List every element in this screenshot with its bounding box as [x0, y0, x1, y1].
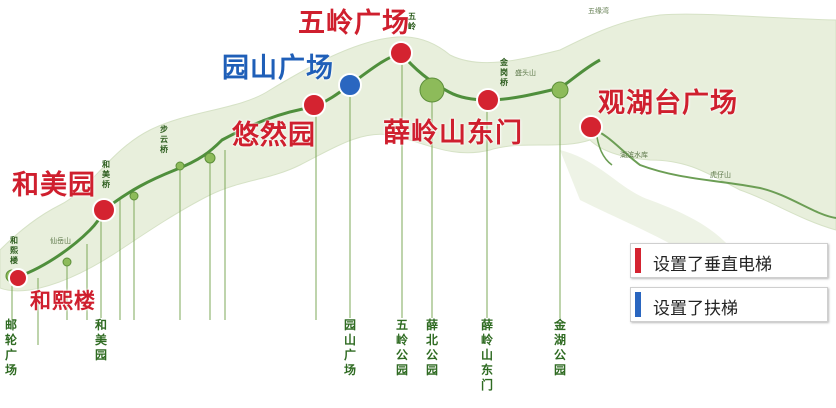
bottom-label: 金湖公园: [553, 318, 566, 377]
node-label: 步云桥: [160, 125, 168, 154]
station-label-xuelingshan: 薛岭山东门: [383, 118, 523, 149]
legend-escalator: 设置了扶梯: [630, 287, 828, 322]
station-marker-hemeiyuan[interactable]: [92, 198, 116, 222]
node-label: 五岭: [408, 12, 416, 31]
bottom-label: 五岭公园: [395, 318, 408, 377]
region-label: 五缘湾: [588, 7, 609, 15]
terrain-patch: [560, 150, 740, 262]
bottom-label: 邮轮广场: [4, 318, 17, 377]
green-node: [551, 81, 569, 99]
station-marker-xuelingshan[interactable]: [476, 88, 500, 112]
legend-vertical-elevator: 设置了垂直电梯: [630, 243, 828, 278]
station-marker-yuanshan[interactable]: [338, 73, 362, 97]
node-label: 和熙楼: [10, 236, 18, 265]
station-label-youranyuan: 悠然园: [232, 120, 316, 151]
trail-branch: [589, 127, 836, 219]
station-marker-guanhutai[interactable]: [579, 115, 603, 139]
green-node: [129, 191, 139, 201]
region-label: 虎仔山: [710, 171, 731, 179]
bottom-label: 园山广场: [343, 318, 356, 377]
green-node: [62, 257, 72, 267]
station-marker-youranyuan[interactable]: [302, 93, 326, 117]
bottom-label: 薛北公园: [425, 318, 438, 377]
station-label-wuling: 五岭广场: [298, 8, 410, 39]
legend-label: 设置了垂直电梯: [653, 255, 772, 275]
legend-swatch-red: [635, 248, 641, 273]
node-label: 盛头山: [515, 69, 536, 77]
station-label-guanhutai: 观湖台广场: [598, 88, 738, 119]
node-label: 和美桥: [102, 160, 110, 189]
station-label-hemeiyuan: 和美园: [12, 170, 96, 201]
legend-swatch-blue: [635, 292, 641, 317]
terrain-area: [0, 13, 836, 292]
legend-label: 设置了扶梯: [653, 299, 738, 319]
green-node: [419, 77, 445, 103]
region-label: 仙岳山: [50, 237, 71, 245]
node-label: 金岗桥: [500, 58, 508, 87]
station-label-yuanshan: 园山广场: [222, 53, 334, 84]
station-marker-wuling[interactable]: [389, 41, 413, 65]
green-node: [175, 161, 185, 171]
station-label-hexilou: 和熙楼: [30, 288, 96, 313]
region-label: 湖滨水库: [620, 151, 648, 159]
bottom-label: 薛岭山东门: [480, 318, 493, 392]
green-node: [204, 152, 216, 164]
bottom-label: 和美园: [94, 318, 107, 362]
station-marker-hexilou[interactable]: [8, 268, 28, 288]
